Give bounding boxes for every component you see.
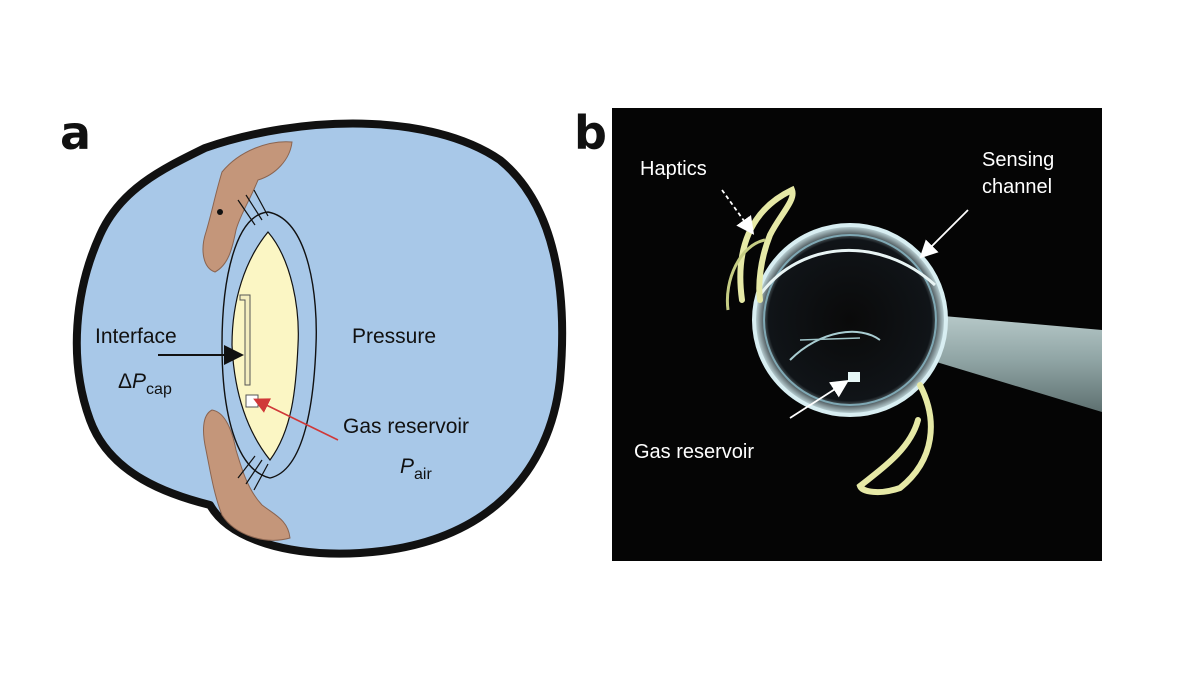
p-air-subscript: air xyxy=(414,466,432,483)
label-delta-p-cap: ΔPcap xyxy=(118,370,172,398)
haptic-right xyxy=(856,382,934,496)
sensing-channel xyxy=(239,294,251,386)
panel-b-photo: Haptics Sensing channel Gas reservoir xyxy=(612,108,1102,561)
label-pressure: Pressure xyxy=(352,325,436,348)
haptics-arrow xyxy=(721,189,755,235)
lens-inner-ring xyxy=(763,234,937,406)
panel-a-diagram: Interface ΔPcap Pressure Gas reservoir P… xyxy=(72,119,567,558)
label-sensing: Sensing xyxy=(982,149,1054,171)
upper-tissue xyxy=(202,141,293,273)
delta-symbol: Δ xyxy=(118,370,132,393)
sensing-channel-arrow xyxy=(919,209,969,259)
lens-ring xyxy=(752,223,948,417)
panel-b-letter: b xyxy=(574,106,607,160)
gas-reservoir-box xyxy=(245,394,259,408)
label-channel: channel xyxy=(982,176,1052,198)
tissue-dot xyxy=(217,209,223,215)
panel-a-letter: a xyxy=(60,106,92,160)
eyeball-outline xyxy=(72,119,567,558)
haptic-left-shadow xyxy=(725,238,766,311)
lens-channel-line xyxy=(799,337,861,341)
label-p-air: Pair xyxy=(400,455,432,483)
lower-tissue xyxy=(203,409,291,541)
lens-highlight xyxy=(758,248,937,296)
haptic-left xyxy=(737,185,796,303)
label-interface: Interface xyxy=(95,325,177,348)
p-air-symbol: P xyxy=(400,455,414,478)
label-haptics: Haptics xyxy=(640,158,707,180)
capsular-bag xyxy=(221,211,317,479)
lower-zonules xyxy=(237,455,269,491)
label-gas-reservoir-b: Gas reservoir xyxy=(634,441,754,463)
gas-reservoir-photo-arrow xyxy=(789,380,850,419)
photo-gas-reservoir xyxy=(848,372,860,382)
label-gas-reservoir-a: Gas reservoir xyxy=(343,415,469,438)
gas-reservoir-arrow xyxy=(253,398,339,441)
p-cap-subscript: cap xyxy=(146,381,172,398)
p-cap-symbol: P xyxy=(132,370,146,393)
lens-inner-detail xyxy=(789,330,881,361)
